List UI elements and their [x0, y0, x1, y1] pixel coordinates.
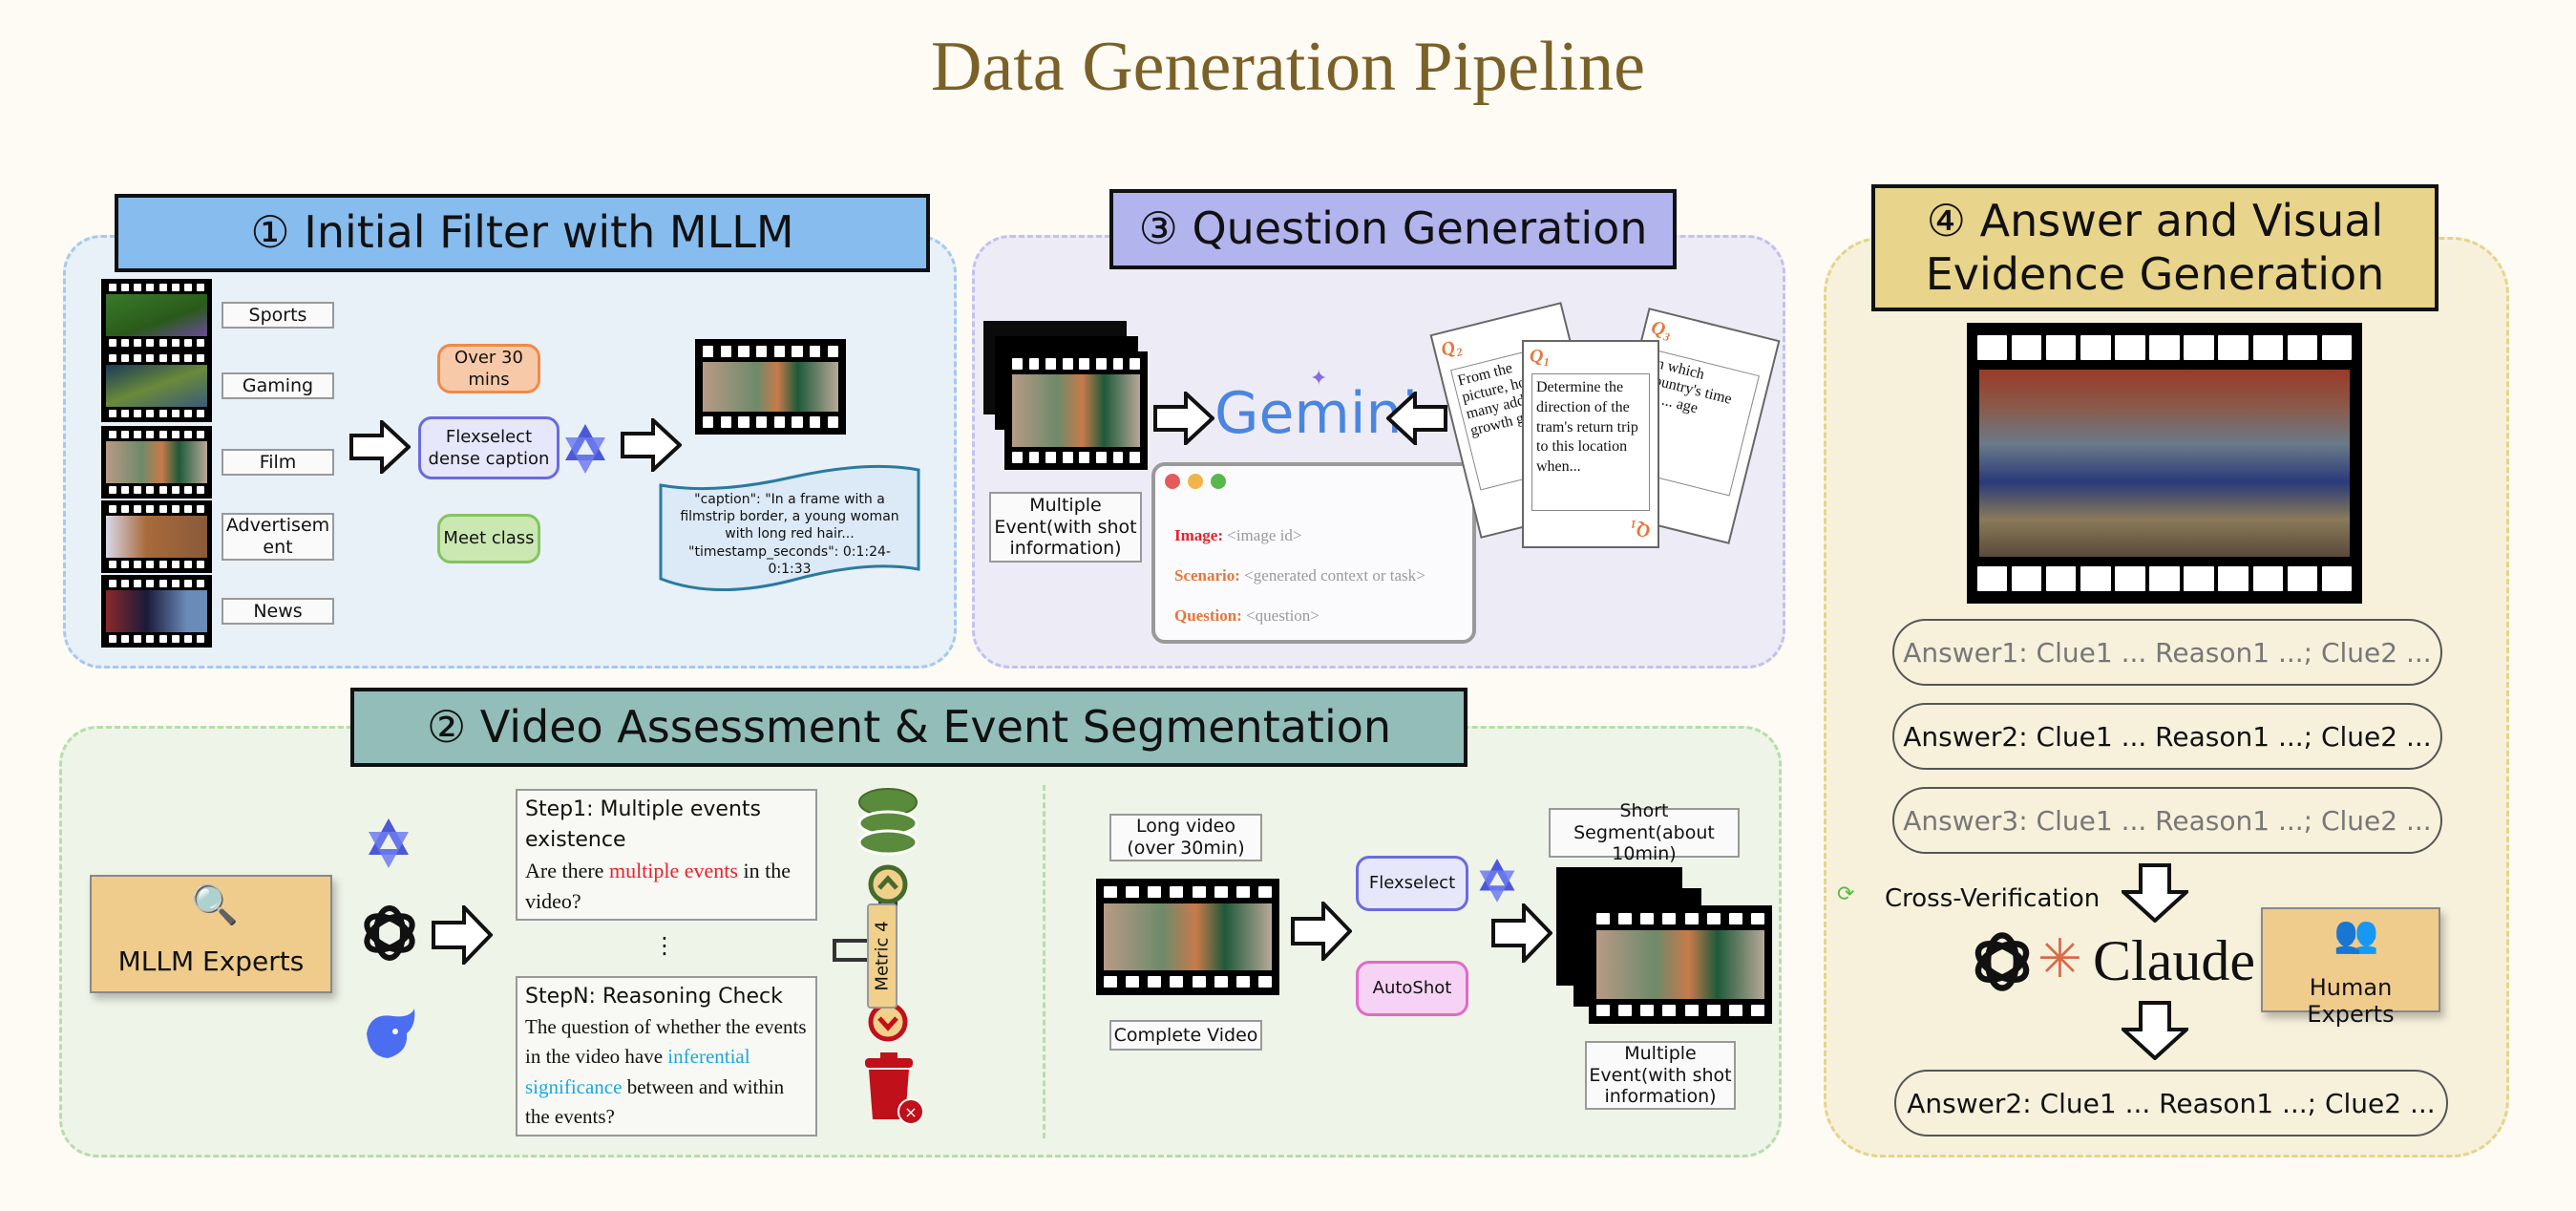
category-label: Sports — [222, 302, 334, 329]
people-icon: 👥 — [2333, 913, 2379, 955]
long-video-label: Long video (over 30min) — [1109, 814, 1262, 861]
prompt-question-key: Question: — [1174, 606, 1242, 625]
prompt-window: Image: <image id> Scenario: <generated c… — [1151, 462, 1476, 644]
category-thumbnail — [101, 350, 212, 422]
steps-ellipsis: ⋮ — [653, 932, 676, 959]
category-label: Advertisement — [222, 513, 334, 561]
stage3-header: ③ Question Generation — [1109, 189, 1677, 269]
svg-text:×: × — [904, 1103, 917, 1121]
prompt-image-value: <image id> — [1227, 526, 1302, 544]
deepseek-icon — [367, 1009, 415, 1058]
cycle-icon: ⟳ — [1837, 882, 1855, 906]
answer-candidate-1: Answer1: Clue1 ... Reason1 ...; Clue2 ..… — [1892, 619, 2442, 686]
cross-verification-label: Cross-Verification — [1885, 884, 2101, 913]
category-thumbnail — [101, 575, 212, 648]
gemini-sparkle-icon: ✦ — [1310, 367, 1328, 391]
category-label: News — [222, 598, 334, 625]
question-card-q1: Q₁ Determine the direction of the tram's… — [1522, 340, 1659, 548]
prompt-scenario-key: Scenario: — [1174, 566, 1240, 584]
criteria-class: Meet class — [437, 514, 540, 563]
filmstrip-icon — [1096, 879, 1279, 995]
pass-icon — [868, 864, 908, 904]
qwen-icon — [1479, 859, 1515, 903]
mllm-experts-label: MLLM Experts — [117, 945, 305, 977]
criteria-duration: Over 30 mins — [437, 344, 540, 393]
category-label: Film — [222, 449, 334, 476]
prompt-image-key: Image: — [1174, 526, 1223, 544]
magnifier-icon: 🔍 — [191, 883, 239, 927]
complete-video-label: Complete Video — [1109, 1020, 1262, 1051]
category-thumbnail — [101, 426, 212, 499]
gemini-logo: Gemini — [1214, 380, 1419, 447]
openai-icon — [1974, 932, 2030, 991]
metric-decision-switch: × — [833, 788, 924, 1125]
filmstrip-icon — [1004, 351, 1148, 470]
criteria-caption-tool: Flexselect dense caption — [418, 416, 560, 479]
category-thumbnail — [101, 279, 212, 351]
prompt-question-value: <question> — [1246, 606, 1320, 625]
section-divider — [1043, 785, 1045, 1138]
window-maximize-dot — [1211, 474, 1226, 489]
down-arrow-icon — [2122, 863, 2188, 923]
right-arrow-icon — [1491, 903, 1552, 963]
fail-icon — [868, 1002, 908, 1042]
database-icon — [857, 788, 918, 856]
metric-tag: Metric 4 — [867, 903, 897, 1009]
trash-icon: × — [865, 1052, 924, 1125]
qwen-icon — [369, 818, 409, 868]
right-arrow-icon — [621, 418, 682, 472]
step1-box: Step1: Multiple events existence Are the… — [516, 789, 817, 921]
caption-output-scroll: "caption": "In a frame with a filmstrip … — [657, 457, 922, 596]
autoshot-tool: AutoShot — [1356, 961, 1468, 1016]
caption-text: "caption": "In a frame with a filmstrip … — [680, 492, 899, 542]
page-title: Data Generation Pipeline — [931, 28, 1645, 106]
claude-asterisk-icon: ✳ — [2038, 928, 2082, 990]
human-experts-box: 👥 Human Experts — [2261, 907, 2440, 1028]
claude-logo: Claude — [2093, 929, 2255, 992]
right-arrow-icon — [349, 420, 411, 474]
right-arrow-icon — [432, 905, 493, 965]
step1-title: Step1: Multiple events existence — [525, 797, 761, 852]
stepN-box: StepN: Reasoning Check The question of w… — [516, 976, 817, 1137]
stepN-title: StepN: Reasoning Check — [525, 985, 783, 1009]
short-segment-label: Short Segment(about 10min) — [1549, 800, 1740, 864]
window-close-dot — [1165, 474, 1180, 489]
highlight-inferential-significance: inferential significance — [525, 1045, 750, 1098]
down-arrow-icon — [2122, 1001, 2188, 1060]
mllm-experts-box: 🔍 MLLM Experts — [90, 875, 332, 993]
highlight-multiple-events: multiple events — [608, 858, 738, 882]
evidence-filmstrip — [1967, 323, 2362, 604]
flexselect-tool: Flexselect — [1356, 856, 1468, 911]
human-experts-label: Human Experts — [2307, 974, 2395, 1028]
filmstrip-icon — [1589, 905, 1772, 1024]
multiple-event-output-label: Multiple Event(with shot information) — [1585, 1041, 1736, 1110]
qwen-icon — [565, 424, 605, 474]
openai-icon — [364, 905, 415, 961]
stage2-header: ② Video Assessment & Event Segmentation — [350, 688, 1467, 767]
window-minimize-dot — [1188, 474, 1203, 489]
right-arrow-icon — [1153, 392, 1214, 445]
left-arrow-icon — [1386, 392, 1447, 445]
video-frame — [1979, 370, 2350, 557]
answer-candidate-3: Answer3: Clue1 ... Reason1 ...; Clue2 ..… — [1892, 787, 2442, 854]
prompt-scenario-value: <generated context or task> — [1244, 566, 1425, 584]
multiple-event-label: Multiple Event(with shot information) — [989, 492, 1142, 563]
right-arrow-icon — [1291, 902, 1352, 961]
category-label: Gaming — [222, 372, 334, 399]
filmstrip-icon — [695, 339, 846, 435]
answer-candidate-2: Answer2: Clue1 ... Reason1 ...; Clue2 ..… — [1892, 703, 2442, 770]
stage1-header: ① Initial Filter with MLLM — [115, 194, 930, 272]
category-thumbnail — [101, 500, 212, 573]
final-answer: Answer2: Clue1 ... Reason1 ...; Clue2 ..… — [1894, 1070, 2448, 1137]
timestamp-text: "timestamp_seconds": 0:1:24-0:1:33 — [688, 543, 891, 577]
